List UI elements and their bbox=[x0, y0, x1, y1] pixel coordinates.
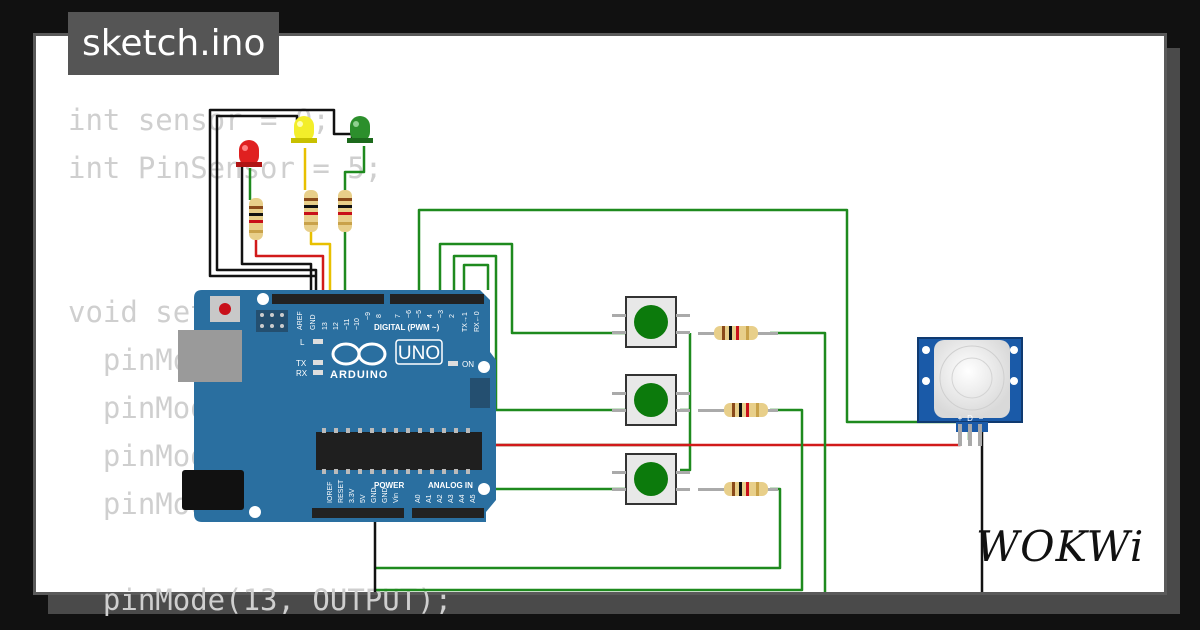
pin-label: GND bbox=[382, 487, 389, 503]
analog-header bbox=[412, 508, 484, 518]
pir-dome-icon bbox=[934, 340, 1010, 418]
pushbutton-2[interactable] bbox=[612, 374, 690, 426]
pin-label: RX←0 bbox=[474, 311, 481, 332]
power-header bbox=[312, 508, 404, 518]
pin-label: ~6 bbox=[406, 310, 413, 318]
wire-red-pir bbox=[486, 430, 962, 447]
on-label: ON bbox=[462, 360, 474, 369]
pin-label: A0 bbox=[415, 494, 422, 503]
digital-header-left bbox=[272, 294, 384, 304]
atmega-chip bbox=[316, 432, 482, 470]
pir-pin-label: + bbox=[958, 414, 963, 423]
pin-label: AREF bbox=[297, 311, 304, 330]
pin-label: GND bbox=[310, 314, 317, 330]
pin-label: A4 bbox=[459, 494, 466, 503]
pin-label: ~9 bbox=[365, 312, 372, 320]
wokwi-logo: WOKWi bbox=[976, 522, 1145, 571]
pin-label: A1 bbox=[426, 494, 433, 503]
wire-black-1 bbox=[240, 160, 313, 296]
pushbutton-1[interactable] bbox=[612, 296, 690, 348]
pin-label: ~11 bbox=[344, 319, 351, 330]
pin-label: 5V bbox=[360, 494, 367, 503]
sketch-title-tab[interactable]: sketch.ino bbox=[68, 12, 280, 75]
wire-green-led-top bbox=[343, 146, 366, 190]
pin-label: ~5 bbox=[416, 310, 423, 318]
pin-label: A5 bbox=[470, 494, 477, 503]
pin-label: 4 bbox=[427, 314, 434, 318]
resistor-led-3 bbox=[338, 190, 352, 232]
pin-label: 13 bbox=[322, 322, 329, 330]
arduino-brand: ARDUINO bbox=[330, 369, 388, 381]
resistor-led-2 bbox=[304, 190, 318, 232]
wire-res2 bbox=[376, 408, 804, 592]
digital-label: DIGITAL (PWM ~) bbox=[374, 323, 440, 332]
pin-label: ~10 bbox=[354, 318, 361, 330]
pin-label: Vin bbox=[393, 493, 400, 503]
led-l-label: L bbox=[300, 338, 305, 347]
pin-label: 12 bbox=[333, 322, 340, 330]
wire-res1 bbox=[770, 331, 827, 592]
wire-5v-btn3 bbox=[680, 445, 692, 472]
led-rx-label: RX bbox=[296, 369, 308, 378]
pin-label: IOREF bbox=[327, 482, 334, 503]
resistor-btn-2 bbox=[698, 403, 778, 417]
pin-label: A2 bbox=[437, 494, 444, 503]
resistor-led-1 bbox=[249, 198, 263, 240]
wire-yellow-led bbox=[309, 230, 332, 296]
pin-label: 8 bbox=[376, 314, 383, 318]
analog-label: ANALOG IN bbox=[428, 481, 473, 490]
usb-port-icon bbox=[178, 330, 242, 382]
pin-label: A3 bbox=[448, 494, 455, 503]
led-tx-label: TX bbox=[296, 359, 307, 368]
resistor-btn-1 bbox=[698, 326, 778, 340]
digital-header-right bbox=[390, 294, 484, 304]
arduino-uno-board[interactable]: UNO ARDUINO DIGITAL (PWM ~) ANALOG IN PO… bbox=[178, 290, 496, 522]
led-yellow bbox=[291, 116, 317, 143]
wire-btn3 bbox=[462, 263, 490, 296]
pin-label: TX→1 bbox=[462, 312, 469, 332]
pin-label: 3.3V bbox=[349, 488, 356, 503]
pin-label: 7 bbox=[395, 314, 402, 318]
led-red bbox=[236, 140, 262, 167]
uno-badge: UNO bbox=[398, 343, 440, 364]
wire-red-led bbox=[254, 228, 325, 296]
pir-pin-label: − bbox=[979, 414, 984, 423]
code-line: pinMode(13, OUTPUT); bbox=[68, 583, 453, 617]
power-jack-icon bbox=[182, 470, 244, 510]
wire-btn1 bbox=[438, 242, 625, 335]
pin-label: GND bbox=[371, 487, 378, 503]
pin-label: RESET bbox=[338, 479, 345, 503]
power-label: POWER bbox=[374, 481, 404, 490]
wire-btn2 bbox=[452, 254, 625, 412]
resistor-btn-3 bbox=[698, 482, 778, 496]
pin-label: 2 bbox=[449, 314, 456, 318]
pin-label: ~3 bbox=[438, 310, 445, 318]
arduino-infinity-icon bbox=[331, 342, 387, 366]
led-green bbox=[347, 116, 373, 143]
pir-motion-sensor[interactable]: + D − bbox=[917, 337, 1023, 446]
pir-pin-label: D bbox=[967, 414, 973, 423]
pushbutton-3[interactable] bbox=[612, 453, 690, 505]
code-line: int sensor = 0; bbox=[68, 103, 330, 137]
